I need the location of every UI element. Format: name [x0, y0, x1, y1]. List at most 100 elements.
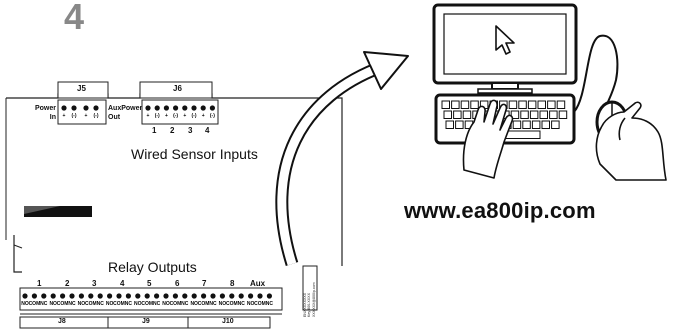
pin-label: (-)	[94, 113, 99, 119]
keyboard-key	[518, 100, 527, 109]
aux-power-out-label: AuxPower Out	[108, 105, 143, 121]
pin-label: NC	[266, 301, 274, 307]
keyboard-key	[470, 100, 479, 109]
pin-label: COM	[29, 301, 41, 307]
keyboard-key	[531, 120, 541, 129]
keyboard-key	[508, 100, 518, 109]
terminal-screw	[154, 105, 160, 111]
j9-label: J9	[142, 318, 150, 325]
sticker-line: XXXXXX@800ip.com	[311, 282, 316, 317]
pin-label: NO	[21, 301, 29, 307]
keyboard-key	[539, 110, 548, 119]
terminal-screw	[107, 293, 113, 299]
terminal-screw	[257, 293, 263, 299]
keyboard-key	[510, 110, 520, 119]
j8-label: J8	[58, 318, 66, 325]
terminal-screw	[83, 105, 89, 111]
keyboard-key	[451, 100, 460, 109]
relay-number: Aux	[250, 279, 266, 288]
terminal-screw	[182, 105, 188, 111]
terminal-screw	[41, 293, 47, 299]
relay-number: 8	[230, 279, 235, 288]
sensor-number: 2	[170, 126, 175, 135]
terminal-screw	[31, 293, 37, 299]
terminal-screw	[266, 293, 272, 299]
pin-label: NO	[190, 301, 198, 307]
terminal-screw	[61, 105, 67, 111]
pin-label: COM	[113, 301, 125, 307]
terminal-screw	[69, 293, 75, 299]
terminal-screw	[71, 105, 77, 111]
relay-number: 7	[202, 279, 207, 288]
terminal-screw	[145, 105, 151, 111]
pin-label: COM	[57, 301, 69, 307]
terminal-screw	[125, 293, 131, 299]
keyboard-key	[558, 110, 568, 119]
keyboard-key	[453, 110, 462, 119]
terminal-screw	[78, 293, 84, 299]
terminal-screw	[200, 105, 206, 111]
terminal-screw	[248, 293, 254, 299]
terminal-screw	[97, 293, 103, 299]
power-in-label: Power In	[34, 105, 56, 121]
keyboard-key	[556, 100, 566, 109]
j10-label: J10	[222, 318, 234, 325]
pin-label: COM	[226, 301, 238, 307]
j5-label: J5	[77, 84, 86, 93]
keyboard-key	[529, 110, 539, 119]
terminal-screw	[144, 293, 150, 299]
keyboard-key	[441, 100, 450, 109]
typing-hands-icon	[462, 99, 667, 181]
pin-label: +	[63, 113, 66, 119]
keyboard-key	[460, 100, 470, 109]
terminal-screw	[60, 293, 66, 299]
sensor-number: 4	[205, 126, 210, 135]
relay-number: 4	[120, 279, 125, 288]
pin-label: NO	[162, 301, 170, 307]
keyboard-key	[527, 100, 537, 109]
pin-label: NO	[106, 301, 114, 307]
cursor-arrow-icon	[495, 25, 515, 55]
pin-label: NO	[247, 301, 255, 307]
relay-number: 6	[175, 279, 180, 288]
keyboard-key	[520, 110, 529, 119]
terminal-screw	[22, 293, 28, 299]
pin-label: NC	[40, 301, 48, 307]
pin-label: +	[85, 113, 88, 119]
serial-sticker: ENXXXXXXXX Key 800-XXXX XXXXXX@800ip.com	[303, 259, 317, 317]
pin-label: COM	[198, 301, 210, 307]
terminal-screw	[173, 105, 179, 111]
keyboard-key	[512, 120, 522, 129]
pin-label: (-)	[173, 113, 178, 119]
computer-illustration	[432, 3, 667, 181]
pin-label: NO	[134, 301, 142, 307]
pin-label: NO	[49, 301, 57, 307]
keyboard-key	[522, 120, 531, 129]
wired-sensor-inputs-caption: Wired Sensor Inputs	[131, 146, 258, 162]
pin-label: +	[202, 113, 205, 119]
j6-label: J6	[173, 84, 182, 93]
pin-label: NC	[238, 301, 246, 307]
pin-label: +	[147, 113, 150, 119]
terminal-screw	[201, 293, 207, 299]
relay-outputs-caption: Relay Outputs	[108, 259, 197, 275]
pin-label: (-)	[72, 113, 77, 119]
terminal-screw	[191, 293, 197, 299]
terminal-screw	[238, 293, 244, 299]
pin-label: (-)	[155, 113, 160, 119]
relay-number: 5	[147, 279, 152, 288]
terminal-screw	[182, 293, 188, 299]
terminal-screw	[209, 105, 215, 111]
pin-label: NC	[181, 301, 189, 307]
pin-label: +	[183, 113, 186, 119]
pin-label: COM	[85, 301, 97, 307]
terminal-screw	[163, 105, 169, 111]
sensor-number: 1	[152, 126, 157, 135]
website-url[interactable]: www.ea800ip.com	[404, 198, 596, 223]
relay-number: 2	[65, 279, 70, 288]
terminal-screw	[191, 105, 197, 111]
step-number: 4	[64, 0, 85, 37]
relay-number: 1	[37, 279, 42, 288]
keyboard-key	[549, 110, 558, 119]
